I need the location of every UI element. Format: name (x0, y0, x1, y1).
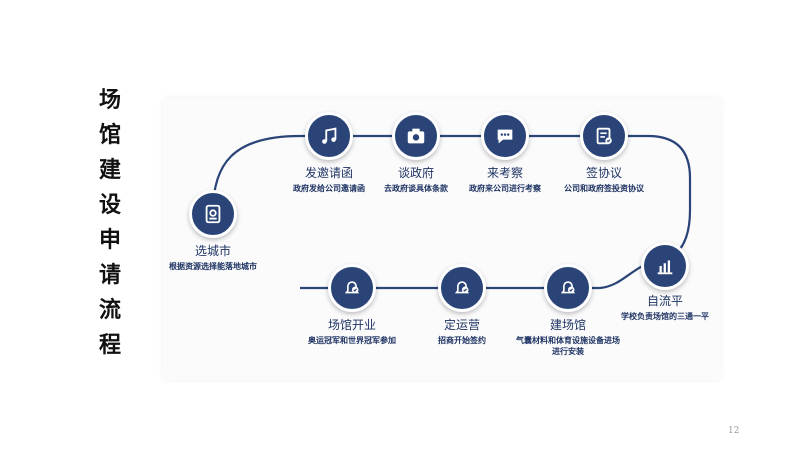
title-char: 流 (98, 298, 121, 323)
title-char: 馆 (98, 123, 121, 148)
clipboard-icon (580, 112, 628, 160)
vertical-title: 场 馆 建 设 申 请 流 程 (95, 88, 125, 359)
step-description-line: 气囊材料和体育设施设备进场 (516, 336, 620, 345)
chat-icon (481, 112, 529, 160)
step-description: 招商开始签约 (438, 336, 486, 345)
title-char: 程 (98, 333, 121, 358)
step-description: 政府发给公司邀请函 (293, 184, 365, 193)
title-char: 场 (98, 88, 121, 113)
step-label: 谈政府 (397, 166, 435, 180)
step-description: 去政府谈具体条款 (384, 184, 448, 193)
music-note-icon (305, 112, 353, 160)
step-description: 政府来公司进行考察 (469, 184, 541, 193)
title-char: 设 (98, 193, 121, 218)
step-description-line: 进行安装 (552, 347, 584, 356)
step-label: 发邀请函 (304, 166, 354, 180)
step-description: 公司和政府签投资协议 (564, 184, 644, 193)
title-char: 请 (98, 263, 121, 288)
bell-check-icon (438, 264, 486, 312)
document-icon (189, 190, 237, 238)
bell-check-icon (544, 264, 592, 312)
step-label: 来考察 (486, 166, 524, 180)
camera-icon (392, 112, 440, 160)
title-char: 申 (98, 228, 121, 253)
step-label: 定运营 (443, 318, 481, 332)
step-label: 签协议 (585, 166, 623, 180)
step-label: 场馆开业 (327, 318, 377, 332)
page-number: 12 (728, 426, 740, 436)
bell-check-icon (328, 264, 376, 312)
step-label: 选城市 (194, 244, 232, 258)
step-label: 自流平 (646, 294, 684, 308)
step-description: 学校负责场馆的三通一平 (621, 312, 709, 321)
step-description: 奥运冠军和世界冠军参加 (308, 336, 396, 345)
bar-chart-icon (641, 242, 689, 290)
step-label: 建场馆 (549, 318, 587, 332)
title-char: 建 (98, 158, 121, 183)
diagram-panel (163, 98, 721, 380)
step-description: 根据资源选择能落地城市 (169, 262, 257, 271)
